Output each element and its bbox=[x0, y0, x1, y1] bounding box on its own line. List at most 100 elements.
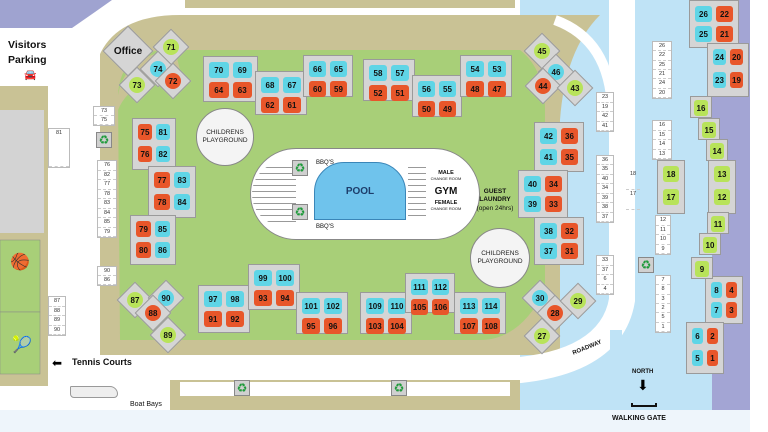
unit-90[interactable]: 90 bbox=[158, 290, 174, 306]
unit-59[interactable]: 59 bbox=[330, 81, 347, 97]
unit-9[interactable]: 9 bbox=[695, 261, 709, 277]
unit-91[interactable]: 91 bbox=[204, 311, 222, 327]
unit-41[interactable]: 41 bbox=[540, 149, 557, 165]
diamond-building[interactable]: 72 bbox=[154, 62, 192, 100]
unit-80[interactable]: 80 bbox=[136, 242, 151, 258]
unit-110[interactable]: 110 bbox=[388, 298, 406, 314]
unit-17[interactable]: 17 bbox=[663, 189, 679, 205]
unit-108[interactable]: 108 bbox=[482, 318, 500, 334]
diamond-building[interactable]: 71 bbox=[152, 28, 190, 66]
unit-39[interactable]: 39 bbox=[524, 196, 541, 212]
unit-48[interactable]: 48 bbox=[466, 81, 484, 97]
unit-56[interactable]: 56 bbox=[418, 81, 435, 97]
unit-65[interactable]: 65 bbox=[330, 61, 347, 77]
unit-43[interactable]: 43 bbox=[567, 80, 583, 96]
unit-66[interactable]: 66 bbox=[309, 61, 326, 77]
unit-87[interactable]: 87 bbox=[127, 292, 143, 308]
diamond-building[interactable]: 87 bbox=[116, 281, 154, 319]
tennis-courts-label[interactable]: Tennis Courts bbox=[72, 357, 132, 367]
unit-68[interactable]: 68 bbox=[261, 77, 279, 93]
unit-70[interactable]: 70 bbox=[209, 62, 229, 78]
unit-22[interactable]: 22 bbox=[716, 6, 733, 22]
unit-61[interactable]: 61 bbox=[283, 97, 301, 113]
unit-2[interactable]: 2 bbox=[707, 328, 718, 344]
unit-25[interactable]: 25 bbox=[695, 26, 712, 42]
pool[interactable] bbox=[314, 162, 406, 220]
unit-101[interactable]: 101 bbox=[302, 298, 320, 314]
unit-5[interactable]: 5 bbox=[692, 350, 703, 366]
unit-103[interactable]: 103 bbox=[366, 318, 384, 334]
walking-gate-label[interactable]: WALKING GATE bbox=[612, 415, 666, 422]
unit-73[interactable]: 73 bbox=[129, 77, 145, 93]
unit-18[interactable]: 18 bbox=[663, 166, 679, 182]
unit-102[interactable]: 102 bbox=[324, 298, 342, 314]
diamond-building[interactable]: 30 bbox=[521, 279, 559, 317]
unit-6[interactable]: 6 bbox=[692, 328, 703, 344]
unit-111[interactable]: 111 bbox=[411, 279, 428, 295]
unit-57[interactable]: 57 bbox=[391, 65, 409, 81]
building[interactable]: 11 bbox=[707, 212, 729, 234]
unit-10[interactable]: 10 bbox=[703, 237, 717, 253]
unit-47[interactable]: 47 bbox=[488, 81, 506, 97]
unit-24[interactable]: 24 bbox=[713, 49, 726, 65]
unit-33[interactable]: 33 bbox=[545, 196, 562, 212]
unit-89[interactable]: 89 bbox=[160, 327, 176, 343]
unit-50[interactable]: 50 bbox=[418, 101, 435, 117]
unit-99[interactable]: 99 bbox=[254, 270, 272, 286]
diamond-building[interactable]: 73 bbox=[118, 66, 156, 104]
unit-13[interactable]: 13 bbox=[714, 166, 730, 182]
unit-19[interactable]: 19 bbox=[730, 72, 743, 88]
unit-45[interactable]: 45 bbox=[534, 43, 550, 59]
unit-98[interactable]: 98 bbox=[226, 291, 244, 307]
unit-113[interactable]: 113 bbox=[460, 298, 478, 314]
unit-54[interactable]: 54 bbox=[466, 61, 484, 77]
unit-40[interactable]: 40 bbox=[524, 176, 541, 192]
unit-81[interactable]: 81 bbox=[156, 124, 170, 140]
unit-84[interactable]: 84 bbox=[174, 194, 190, 210]
unit-58[interactable]: 58 bbox=[369, 65, 387, 81]
unit-44[interactable]: 44 bbox=[535, 78, 551, 94]
unit-26[interactable]: 26 bbox=[695, 6, 712, 22]
unit-76[interactable]: 76 bbox=[138, 146, 152, 162]
unit-71[interactable]: 71 bbox=[163, 39, 179, 55]
unit-77[interactable]: 77 bbox=[154, 172, 170, 188]
unit-93[interactable]: 93 bbox=[254, 290, 272, 306]
unit-32[interactable]: 32 bbox=[561, 223, 578, 239]
unit-3[interactable]: 3 bbox=[726, 302, 737, 318]
unit-63[interactable]: 63 bbox=[232, 82, 252, 98]
unit-27[interactable]: 27 bbox=[534, 328, 550, 344]
unit-109[interactable]: 109 bbox=[366, 298, 384, 314]
guest-laundry[interactable]: GUEST LAUNDRY(open 24hrs) bbox=[470, 188, 520, 213]
unit-107[interactable]: 107 bbox=[460, 318, 478, 334]
unit-12[interactable]: 12 bbox=[714, 189, 730, 205]
unit-37[interactable]: 37 bbox=[540, 243, 557, 259]
building[interactable]: 14 bbox=[706, 139, 728, 161]
unit-8[interactable]: 8 bbox=[711, 282, 722, 298]
unit-34[interactable]: 34 bbox=[545, 176, 562, 192]
diamond-building[interactable]: 44 bbox=[524, 67, 562, 105]
unit-15[interactable]: 15 bbox=[702, 122, 716, 138]
unit-96[interactable]: 96 bbox=[324, 318, 342, 334]
unit-16[interactable]: 16 bbox=[694, 100, 708, 116]
unit-28[interactable]: 28 bbox=[547, 305, 563, 321]
unit-112[interactable]: 112 bbox=[432, 279, 449, 295]
unit-29[interactable]: 29 bbox=[570, 293, 586, 309]
unit-1[interactable]: 1 bbox=[707, 350, 718, 366]
unit-14[interactable]: 14 bbox=[710, 143, 724, 159]
diamond-building[interactable]: 90 bbox=[147, 279, 185, 317]
building[interactable]: 10 bbox=[699, 233, 721, 255]
diamond-building[interactable]: 45 bbox=[523, 32, 561, 70]
unit-105[interactable]: 105 bbox=[411, 299, 428, 315]
unit-86[interactable]: 86 bbox=[155, 242, 170, 258]
